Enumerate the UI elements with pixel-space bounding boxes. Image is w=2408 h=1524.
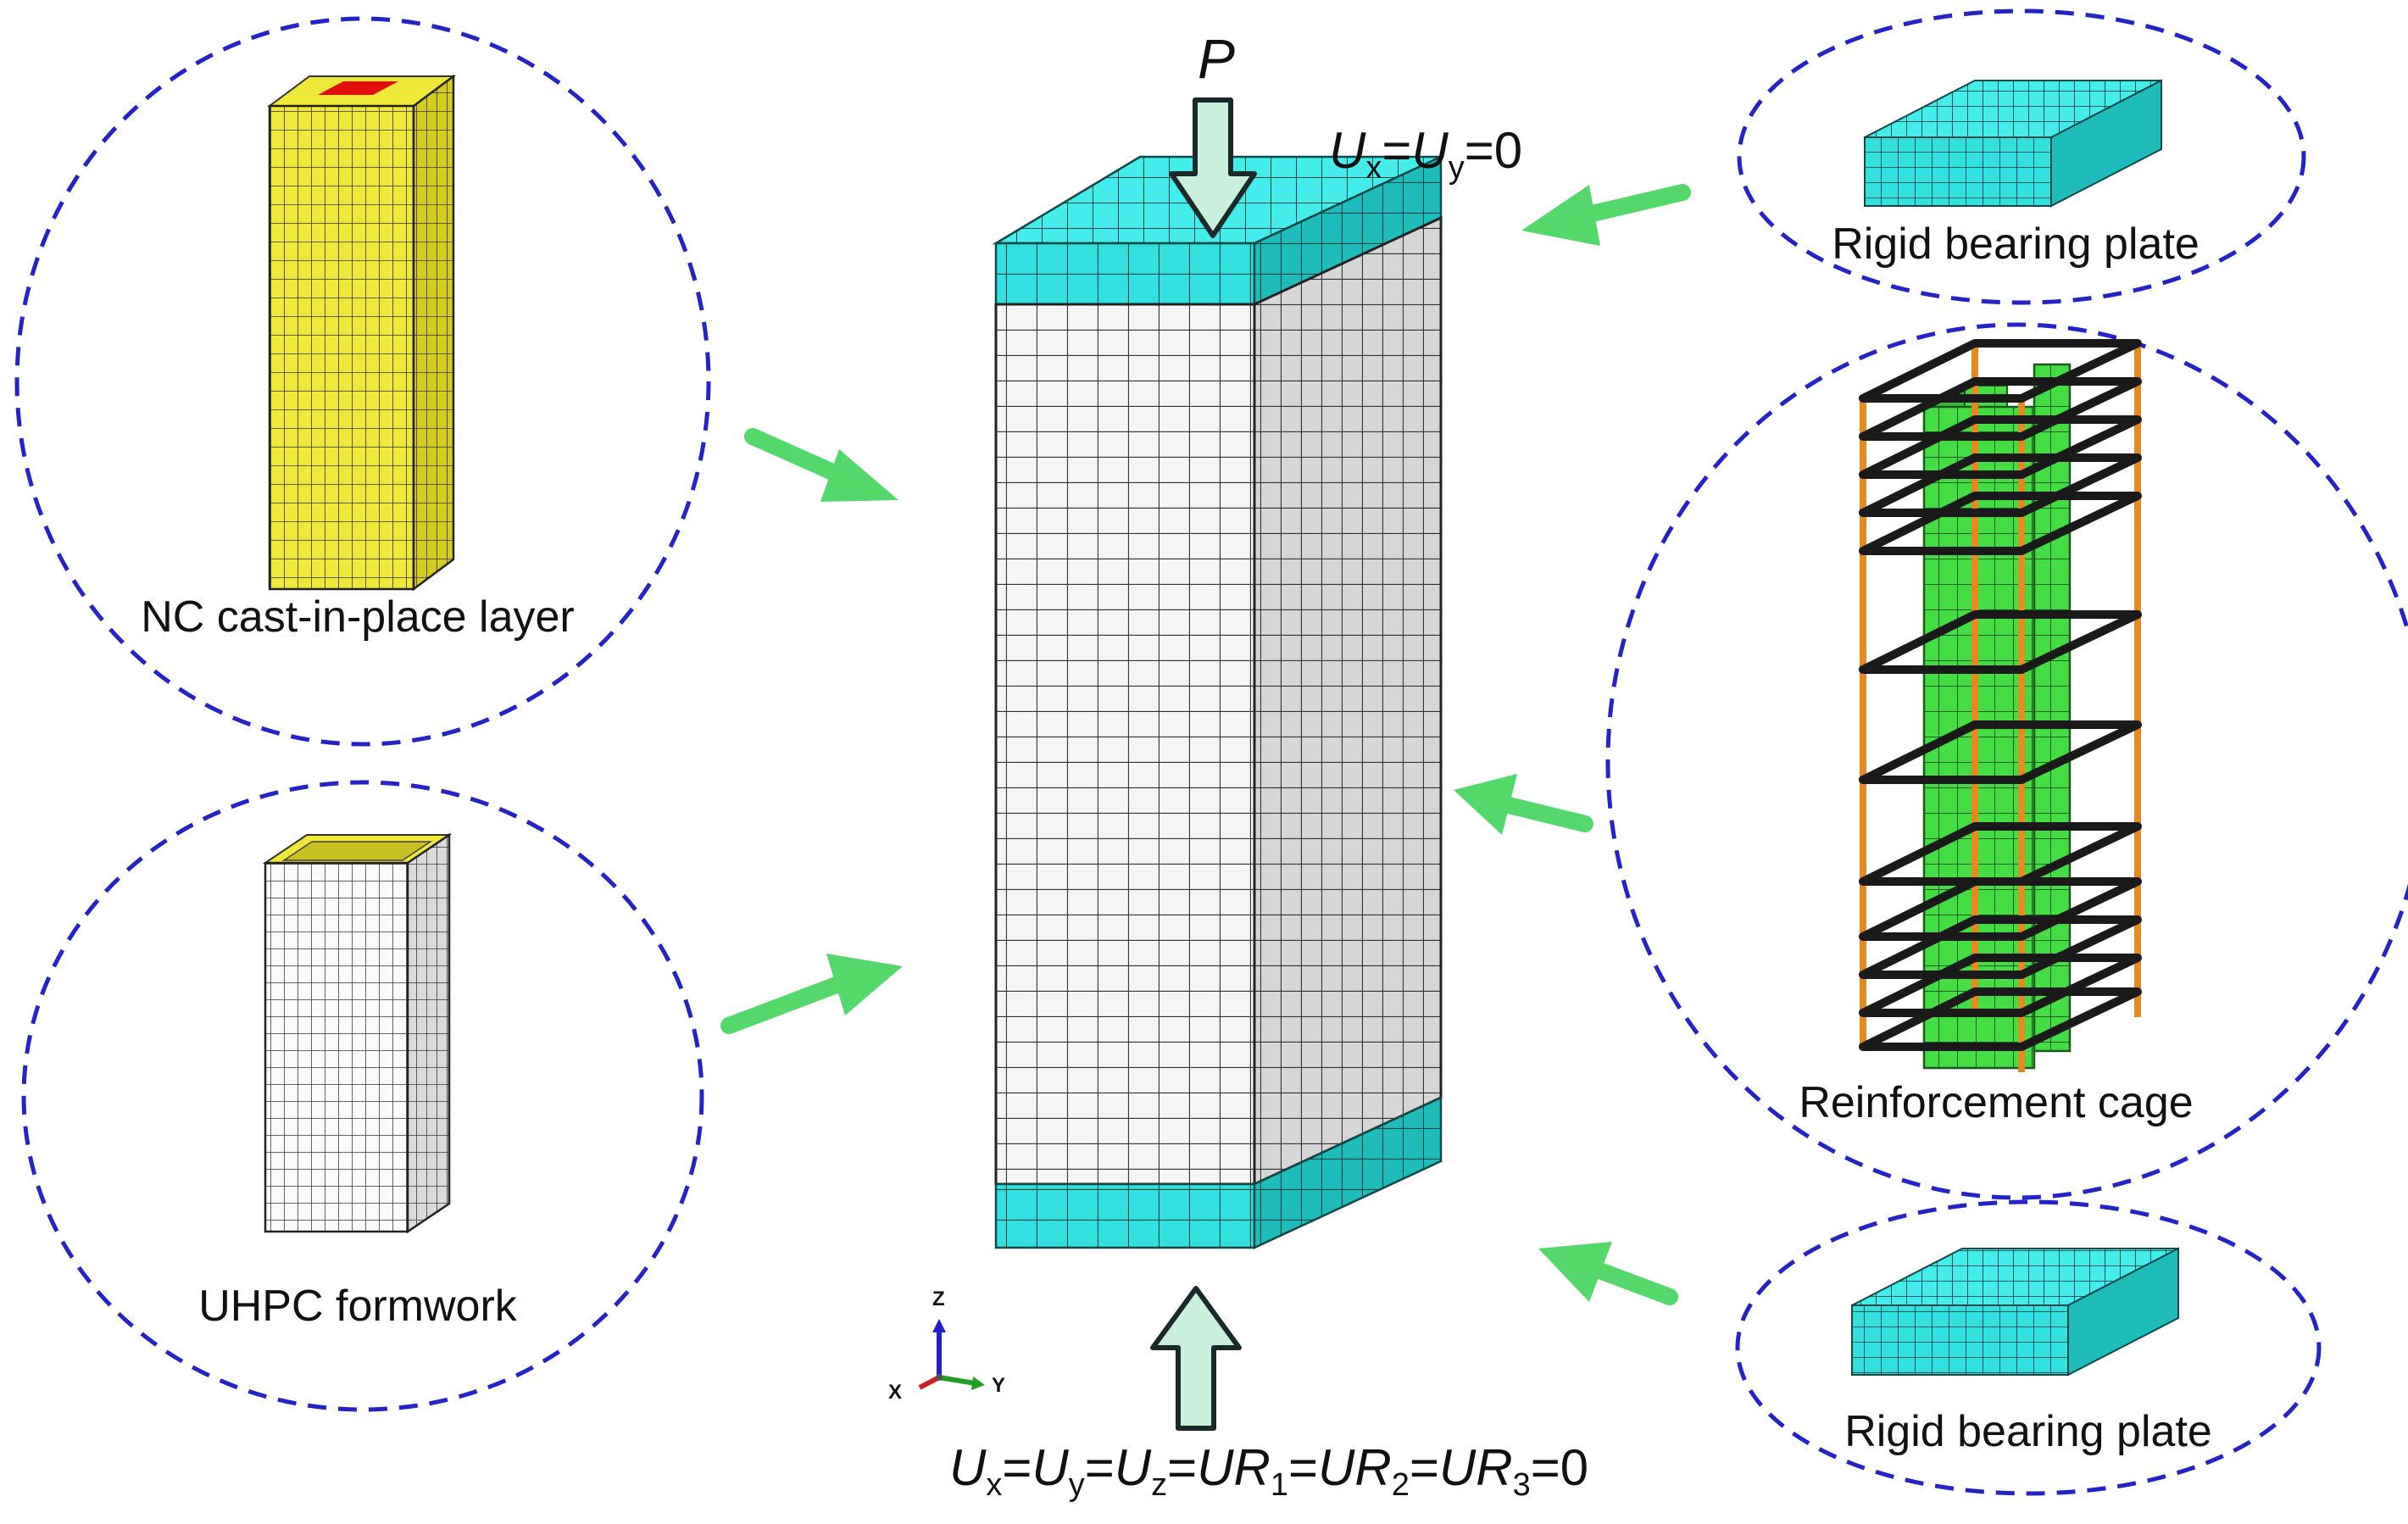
top-boundary-condition: Ux=Uy=0 xyxy=(1329,122,1522,186)
arrow-nc-to-column xyxy=(744,428,898,502)
main-column-model xyxy=(992,155,1443,1249)
uhpc-formwork-model xyxy=(262,832,453,1234)
top-plate-callout-circle xyxy=(1737,8,2306,305)
bottom-boundary-condition: Ux=Uy=Uz=UR1=UR2=UR3=0 xyxy=(949,1439,1588,1503)
nc-layer-label: NC cast-in-place layer xyxy=(141,592,575,642)
nc-layer-core-top xyxy=(318,81,398,95)
reinforcement-cage-model xyxy=(1859,339,2142,1072)
axis-y-label: Y xyxy=(992,1374,1005,1397)
axis-z-label: Z xyxy=(932,1288,945,1310)
bottom-plate-callout-circle xyxy=(1735,1199,2322,1496)
main-bottom-plate-front xyxy=(994,1182,1256,1249)
uhpc-formwork-callout-circle xyxy=(21,780,704,1412)
cage-callout-circle xyxy=(1605,322,2408,1200)
green-pointer-arrow-icon xyxy=(720,184,1691,1305)
load-label: P xyxy=(1198,27,1235,90)
axis-triad-icon: Z X Y xyxy=(888,1288,1005,1404)
arrow-top-plate-to-column xyxy=(1521,184,1691,246)
nc-layer-callout-circle xyxy=(14,16,711,747)
arrow-bottom-plate-to-column xyxy=(1538,1242,1678,1305)
arrow-cage-to-column xyxy=(1454,774,1593,835)
main-bottom-plate-side xyxy=(1253,1096,1443,1249)
top-plate-label: Rigid bearing plate xyxy=(1832,220,2199,269)
main-column-front-face xyxy=(994,303,1256,1186)
bottom-plate-label: Rigid bearing plate xyxy=(1844,1407,2212,1456)
top-plate-model xyxy=(1864,79,2162,208)
nc-layer-model xyxy=(266,74,457,592)
load-arrow-icon xyxy=(1169,97,1257,238)
reinforcement-cage-label: Reinforcement cage xyxy=(1799,1078,2193,1127)
arrow-uhpc-to-column xyxy=(720,954,903,1034)
main-column-side-face xyxy=(1253,215,1443,1187)
bottom-plate-model xyxy=(1851,1247,2179,1377)
support-arrow-icon xyxy=(1150,1286,1242,1431)
axis-x-label: X xyxy=(888,1381,902,1404)
uhpc-formwork-label: UHPC formwork xyxy=(198,1282,518,1331)
main-top-plate-front xyxy=(994,242,1256,306)
